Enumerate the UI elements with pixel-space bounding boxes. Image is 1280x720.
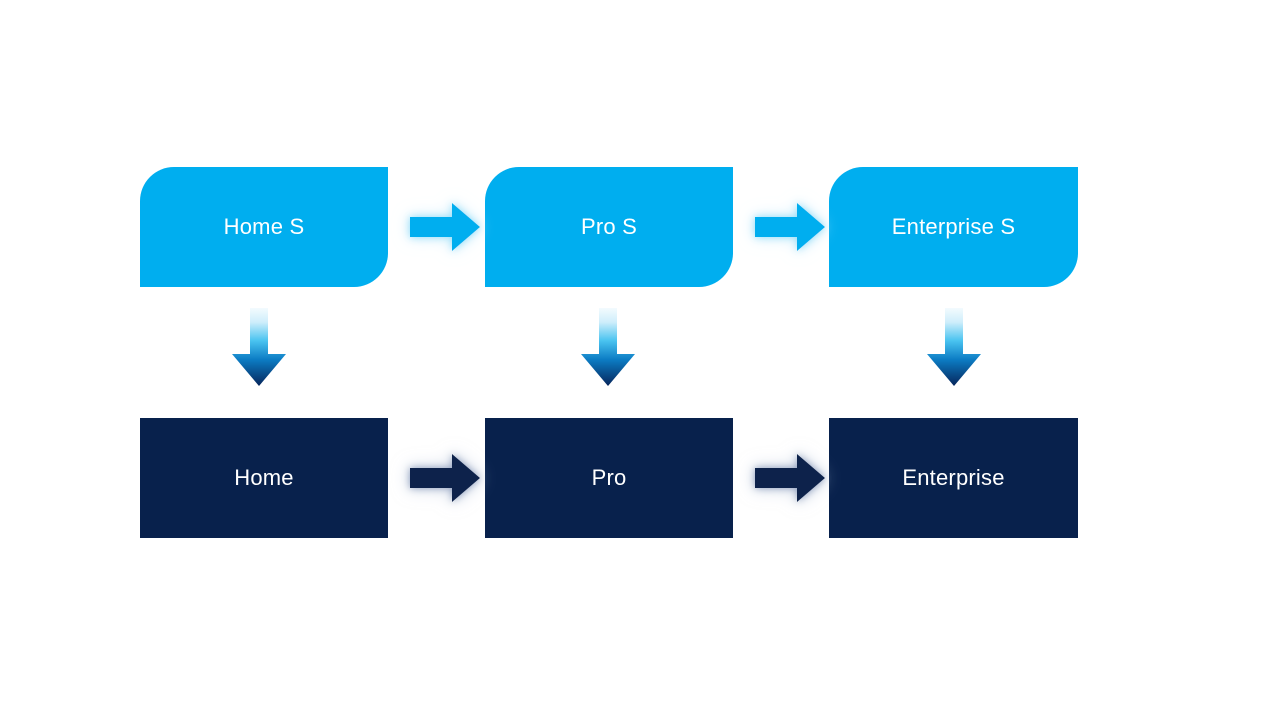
node-pro[interactable]: Pro [485, 418, 733, 538]
node-home-label: Home [234, 465, 294, 490]
connector-home-to-pro [406, 450, 484, 506]
arrow-right-icon [755, 454, 825, 502]
arrow-down-icon [232, 308, 286, 386]
node-enterprise-s[interactable]: Enterprise S [829, 167, 1078, 287]
node-enterprise-s-label: Enterprise S [891, 214, 1016, 239]
node-home-s[interactable]: Home S [140, 167, 388, 287]
connector-pro-s-to-enterprise-s [751, 199, 829, 255]
connector-home-s-to-home [228, 306, 290, 388]
node-enterprise[interactable]: Enterprise [829, 418, 1078, 538]
node-pro-s[interactable]: Pro S [485, 167, 733, 287]
arrow-down-icon [927, 308, 981, 386]
arrow-down-icon [581, 308, 635, 386]
node-pro-label: Pro [591, 465, 627, 490]
connector-home-s-to-pro-s [406, 199, 484, 255]
connector-pro-s-to-pro [577, 306, 639, 388]
node-pro-s-label: Pro S [580, 214, 638, 239]
node-home-s-label: Home S [223, 214, 305, 239]
connector-pro-to-enterprise [751, 450, 829, 506]
arrow-right-icon [755, 203, 825, 251]
node-enterprise-label: Enterprise [902, 465, 1005, 490]
arrow-right-icon [410, 454, 480, 502]
arrow-right-icon [410, 203, 480, 251]
connector-enterprise-s-to-enterprise [923, 306, 985, 388]
node-home[interactable]: Home [140, 418, 388, 538]
